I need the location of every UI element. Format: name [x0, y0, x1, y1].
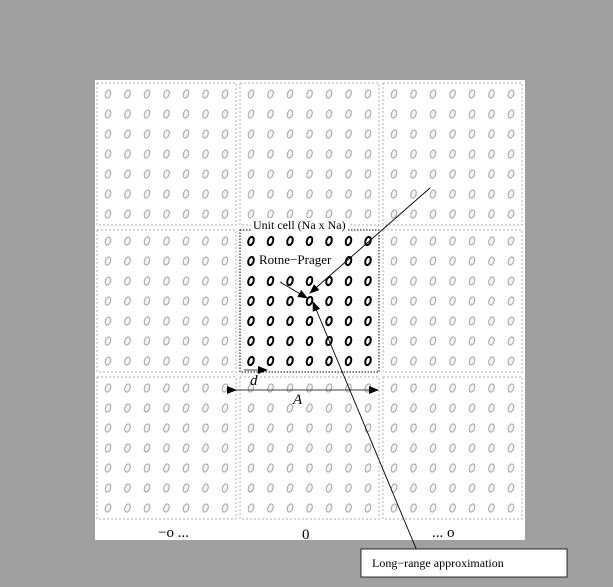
rotne-prager-label: Rotne−Prager: [257, 253, 333, 266]
unit-cell-label: Unit cell (Na x Na): [251, 218, 348, 232]
spacing-label: d: [250, 374, 258, 389]
center-index-label: 0: [302, 528, 310, 543]
left-index-label: −o ...: [158, 526, 189, 541]
long-range-label: Long−range approximation: [372, 557, 504, 569]
right-index-label: ... o: [432, 526, 455, 541]
particle-lattice: [104, 89, 515, 513]
cell-width-label: A: [293, 393, 302, 408]
